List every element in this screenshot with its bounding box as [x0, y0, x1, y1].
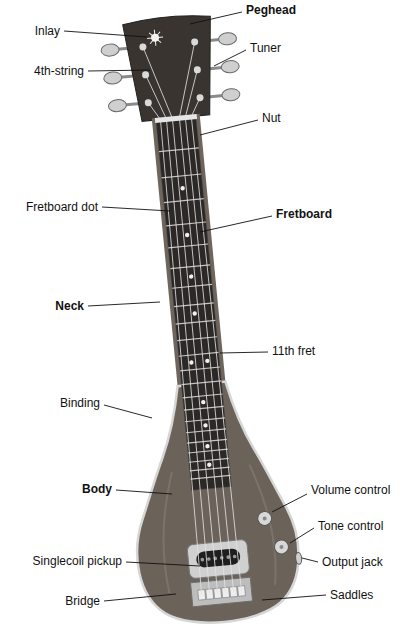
tone-knob: [274, 539, 289, 554]
leader-line: [272, 494, 307, 512]
part-label: Binding: [60, 396, 100, 410]
part-label: Tuner: [250, 41, 281, 55]
pole-piece: [233, 555, 237, 559]
part-label: 11th fret: [272, 344, 315, 358]
part-label: Nut: [262, 111, 281, 125]
fretboard-dots: [172, 185, 219, 468]
part-label: Volume control: [311, 483, 390, 497]
leader-line: [88, 70, 150, 71]
tuner-button: [101, 43, 120, 57]
part-label: Neck: [55, 299, 84, 313]
leader-line: [214, 50, 246, 66]
leader-line: [64, 31, 147, 37]
leader-line: [190, 12, 242, 24]
tuner-button: [108, 99, 127, 113]
strings: [143, 42, 248, 595]
wood-grain: [249, 463, 277, 586]
leader-line: [104, 594, 176, 601]
tuner-button: [218, 32, 237, 46]
nut: [155, 114, 197, 123]
fretboard: [156, 118, 231, 490]
leader-line: [88, 302, 160, 306]
leader-line: [220, 352, 268, 353]
string: [190, 98, 248, 592]
knob-center: [279, 545, 283, 549]
leader-line: [290, 528, 314, 543]
output-jack: [295, 552, 302, 565]
pickup-plate: [187, 539, 250, 579]
part-label: Tone control: [318, 519, 383, 533]
tuner-button: [221, 88, 240, 102]
singlecoil-pickup: [196, 548, 241, 568]
knob-center: [262, 516, 266, 520]
part-label: Singlecoil pickup: [33, 554, 122, 568]
leader-line: [126, 562, 200, 566]
tuner-posts: [139, 38, 204, 106]
leader-line: [302, 558, 318, 562]
peghead: [122, 13, 219, 122]
bridge: [191, 577, 253, 607]
part-label: Inlay: [35, 24, 60, 38]
part-label: Fretboard: [276, 207, 332, 221]
pole-piece: [200, 558, 204, 562]
tuner-post: [144, 99, 152, 107]
fretboard-dot: [205, 359, 210, 364]
fretboard-dot: [203, 423, 208, 428]
leader-lines: [64, 12, 326, 601]
leader-line: [200, 216, 272, 232]
part-label: Bridge: [65, 594, 100, 608]
fretboard-dot: [185, 233, 190, 238]
fretboard-dot: [180, 186, 185, 191]
wood-grain: [156, 472, 183, 593]
fretboard-dot: [201, 400, 206, 405]
leader-line: [116, 490, 172, 494]
part-label: Saddles: [330, 588, 373, 602]
leader-line: [262, 595, 326, 600]
part-label: 4th-string: [34, 64, 84, 78]
fretboard-dot: [189, 274, 194, 279]
string: [181, 70, 248, 592]
tuner-button: [103, 71, 122, 85]
string: [146, 73, 213, 595]
part-label: Peghead: [246, 3, 296, 17]
lap-steel-guitar: [86, 9, 307, 625]
leader-line: [102, 207, 170, 211]
pole-piece: [207, 557, 211, 561]
part-label: Fretboard dot: [26, 200, 98, 214]
inlay-rays: [146, 29, 163, 46]
part-label: Output jack: [322, 555, 383, 569]
fretboard-dot: [189, 360, 194, 365]
leader-line: [200, 120, 258, 135]
fretboard-dot: [205, 444, 210, 449]
part-label: Body: [82, 482, 112, 496]
fretboard-dot: [207, 462, 212, 467]
volume-knob: [257, 511, 272, 526]
tuner-button: [221, 60, 240, 74]
inlay: [146, 29, 163, 46]
saddles: [198, 586, 246, 600]
leader-line: [104, 405, 152, 418]
fretboard-dot: [192, 311, 197, 316]
string: [172, 42, 247, 593]
